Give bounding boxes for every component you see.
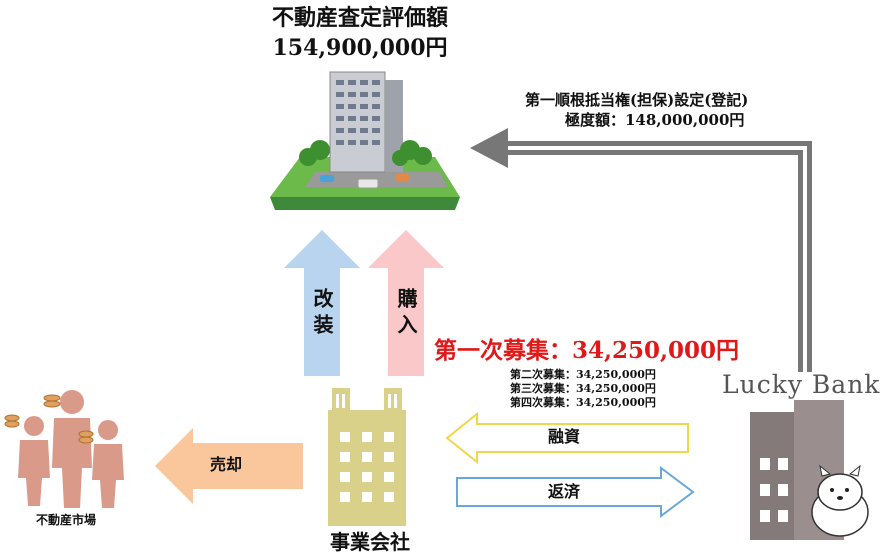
company-building-icon (328, 388, 406, 526)
mortgage-line1: 第一順根抵当権(担保)設定(登記) (525, 91, 749, 109)
first-fundraising: 第一次募集：34,250,000円 (434, 337, 740, 364)
real-estate-market-people-icon (4, 390, 124, 508)
third-fundraising: 第三次募集：34,250,000円 (510, 382, 656, 395)
dog-mascot-icon (811, 464, 869, 537)
lucky-bank-logo: Lucky Bank (722, 370, 881, 399)
market-label: 不動産市場 (36, 513, 97, 527)
purchase-label: 購入 (394, 288, 418, 340)
repayment-label: 返済 (548, 482, 581, 501)
sale-label: 売却 (210, 455, 243, 474)
appraised-property-illustration (270, 71, 460, 210)
bank-building-icon (750, 400, 869, 540)
sale-arrow (155, 428, 303, 504)
renovation-label: 改装 (310, 288, 334, 340)
appraisal-amount: 154,900,000円 (272, 35, 448, 61)
appraisal-label: 不動産査定評価額 (271, 5, 448, 31)
financing-arrow (445, 411, 689, 465)
renovation-arrow (284, 230, 360, 376)
financing-label: 融資 (548, 427, 581, 446)
second-fundraising: 第二次募集：34,250,000円 (510, 368, 656, 381)
repayment-arrow (456, 466, 695, 518)
purchase-arrow (368, 230, 444, 376)
mortgage-line2: 極度額：148,000,000円 (565, 111, 745, 129)
company-label: 事業会社 (330, 530, 410, 554)
fourth-fundraising: 第四次募集：34,250,000円 (510, 396, 656, 409)
